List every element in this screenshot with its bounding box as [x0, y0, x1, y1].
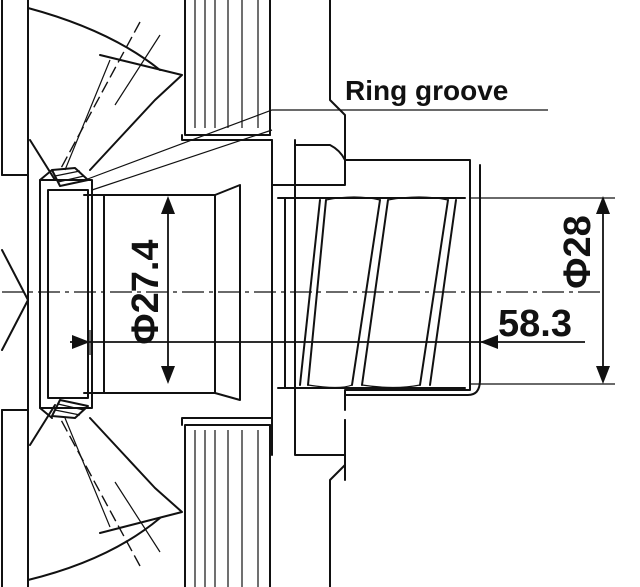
dim-ring-groove-diameter [104, 194, 180, 394]
arrow-up [161, 196, 175, 214]
dim-bore-diameter [470, 196, 615, 385]
ring-top [51, 167, 89, 187]
left-housing [1, 0, 161, 587]
threaded-shaft [271, 0, 481, 587]
bore-diameter-label: Φ28 [557, 215, 599, 288]
depth-label: 58.3 [498, 303, 572, 345]
cone-assembly [29, 21, 183, 567]
bellows-top [181, 0, 273, 196]
ring-groove-callout: Ring groove [345, 75, 508, 106]
ring-groove-diameter-label: Φ27.4 [125, 239, 167, 344]
bellows-bottom [181, 392, 273, 587]
arrow-down [161, 366, 175, 384]
dim-depth [70, 330, 585, 355]
ring-groove-leader [84, 109, 548, 191]
